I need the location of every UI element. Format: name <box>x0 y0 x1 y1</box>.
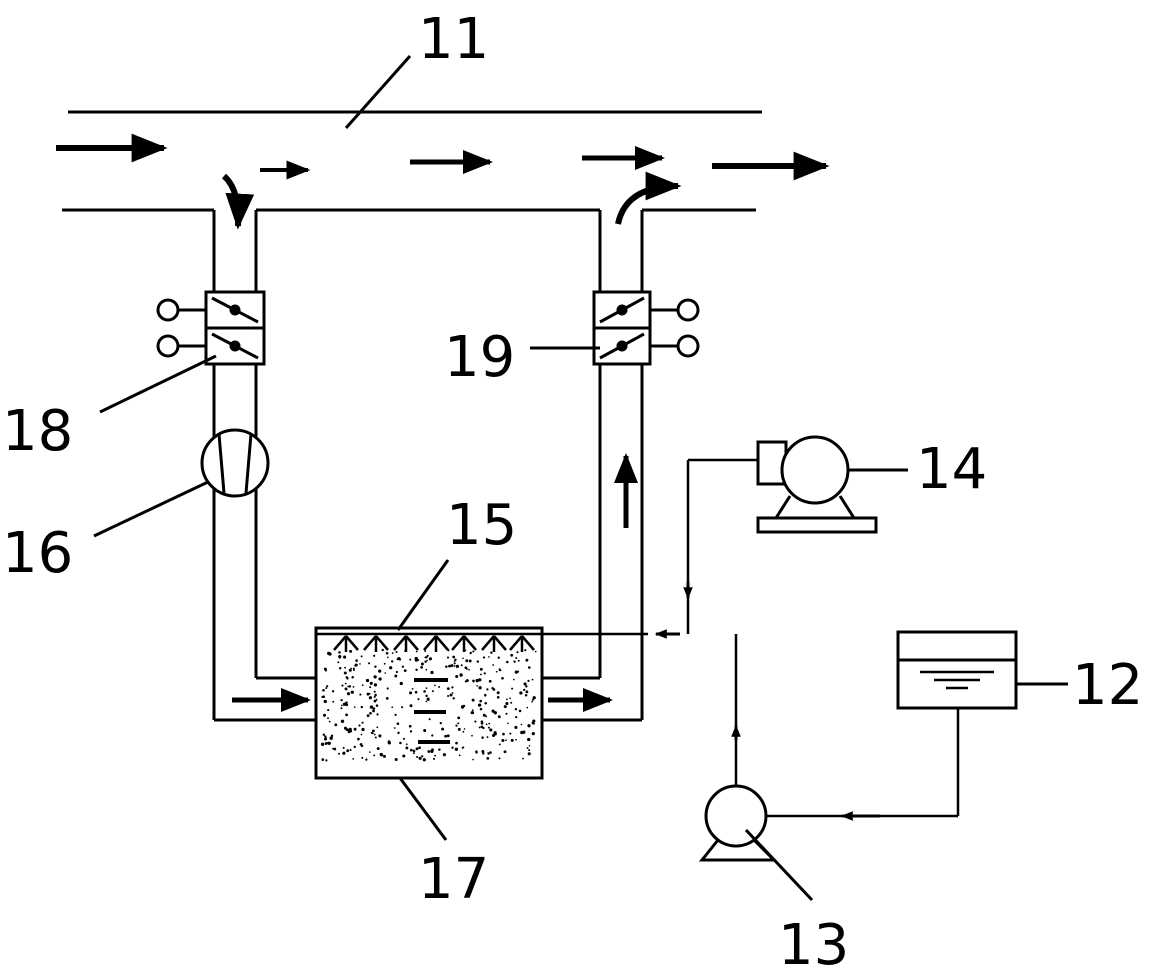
air-supply-line <box>686 458 758 634</box>
label-outlet-valve: 19 <box>444 325 515 390</box>
label-spray-nozzles: 15 <box>446 493 517 558</box>
inlet-damper-valve <box>156 290 266 366</box>
branch-in-arrow <box>221 173 255 230</box>
label-air-compressor: 14 <box>916 437 987 502</box>
label-inlet-valve: 18 <box>2 399 73 464</box>
treatment-chamber <box>314 626 544 780</box>
label-duct: 11 <box>418 7 489 72</box>
outlet-damper-valve <box>592 290 700 366</box>
nozzle-icon <box>333 635 535 652</box>
main-duct <box>62 110 762 212</box>
leader-lines <box>93 55 1068 902</box>
branch-out-arrow <box>615 171 682 225</box>
chamber-flow-arrows <box>414 678 450 744</box>
label-treatment-chamber: 17 <box>418 847 489 912</box>
flow-arrows <box>56 133 830 712</box>
label-water-pump: 13 <box>778 913 849 976</box>
compressor-icon <box>756 435 878 534</box>
tank-icon <box>896 630 1018 710</box>
label-fan: 16 <box>2 521 73 586</box>
packing-media <box>320 648 537 762</box>
fan-icon <box>200 428 270 498</box>
label-water-tank: 12 <box>1072 653 1143 718</box>
